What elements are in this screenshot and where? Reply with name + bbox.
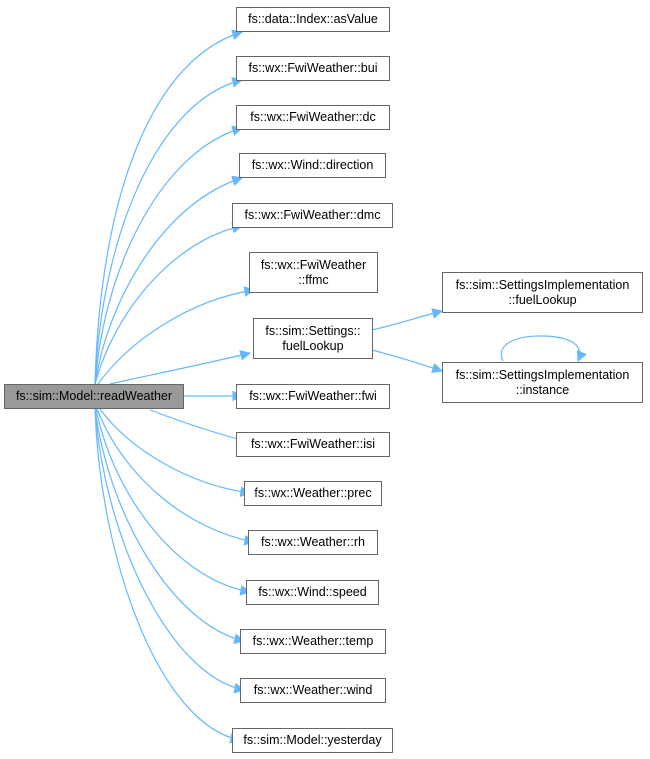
edge-root-wind <box>94 408 246 694</box>
node-isi[interactable]: fs::wx::FwiWeather::isi <box>236 432 390 457</box>
node-yesterday[interactable]: fs::sim::Model::yesterday <box>232 728 393 753</box>
edge-implinst-self <box>500 335 587 362</box>
node-fwi[interactable]: fs::wx::FwiWeather::fwi <box>236 384 390 409</box>
node-as-value[interactable]: fs::data::Index::asValue <box>236 7 390 32</box>
node-rh[interactable]: fs::wx::Weather::rh <box>248 530 378 555</box>
edge-root-settings <box>109 350 252 385</box>
edge-root-bui <box>94 77 244 385</box>
edge-settings-implfuel <box>371 308 444 331</box>
edge-root-speed <box>95 408 252 596</box>
node-dc[interactable]: fs::wx::FwiWeather::dc <box>236 105 390 130</box>
edge-root-asValue <box>94 29 244 385</box>
edge-root-yesterday <box>94 408 242 744</box>
node-settings-impl-instance[interactable]: fs::sim::SettingsImplementation ::instan… <box>442 362 643 403</box>
edge-root-dc <box>94 125 244 385</box>
node-dmc[interactable]: fs::wx::FwiWeather::dmc <box>232 203 393 228</box>
node-direction[interactable]: fs::wx::Wind::direction <box>239 153 386 178</box>
edge-root-direction <box>94 175 244 385</box>
node-bui[interactable]: fs::wx::FwiWeather::bui <box>236 56 390 81</box>
edge-root-ffmc <box>97 286 256 385</box>
node-prec[interactable]: fs::wx::Weather::prec <box>244 481 382 506</box>
node-settings-fuel-lookup[interactable]: fs::sim::Settings:: fuelLookup <box>253 318 373 359</box>
node-ffmc[interactable]: fs::wx::FwiWeather ::ffmc <box>249 252 378 293</box>
node-read-weather[interactable]: fs::sim::Model::readWeather <box>4 384 184 409</box>
node-speed[interactable]: fs::wx::Wind::speed <box>246 580 379 605</box>
edge-root-isi <box>149 409 252 446</box>
node-settings-impl-fuel-lookup[interactable]: fs::sim::SettingsImplementation ::fuelLo… <box>442 272 643 313</box>
node-wind[interactable]: fs::wx::Weather::wind <box>240 678 386 703</box>
node-temp[interactable]: fs::wx::Weather::temp <box>240 629 386 654</box>
edge-settings-implinst <box>371 349 444 374</box>
edge-root-rh <box>96 408 256 546</box>
edge-root-prec <box>99 408 252 498</box>
edge-root-dmc <box>94 222 244 385</box>
edge-root-temp <box>94 408 246 645</box>
